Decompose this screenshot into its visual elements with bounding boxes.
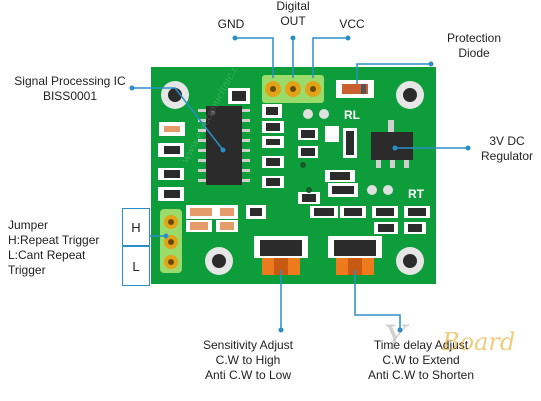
- watermark-logo-board: Board: [442, 328, 516, 356]
- label-sensitivity: Sensitivity Adjust C.W to High Anti C.W …: [188, 338, 308, 383]
- voltage-regulator: [371, 120, 413, 168]
- label-time-line2: C.W to Extend: [382, 353, 460, 367]
- sensor-pads: [300, 109, 393, 195]
- label-digital-out-line2: OUT: [280, 14, 306, 28]
- label-regulator-line2: Regulator: [480, 149, 534, 163]
- label-jumper-line2: H:Repeat Trigger: [8, 233, 100, 247]
- label-protection-line2: Diode: [458, 46, 490, 60]
- protection-diode: [336, 80, 374, 98]
- time-delay-pot: [328, 236, 382, 275]
- mounting-hole-tr: [396, 81, 424, 109]
- mounting-hole-br: [396, 247, 424, 275]
- watermark-logo-y: Y: [384, 318, 407, 358]
- label-digital-out: Digital OUT: [268, 0, 318, 29]
- label-sensitivity-line1: Sensitivity Adjust: [202, 338, 294, 352]
- sensitivity-pot: [254, 236, 308, 275]
- mounting-hole-bl: [205, 247, 233, 275]
- label-jumper-line1: Jumper: [8, 218, 49, 232]
- label-regulator-line1: 3V DC: [489, 134, 525, 148]
- board-label-rt: RT: [408, 187, 424, 201]
- label-signal-ic-line2: BISS0001: [42, 89, 98, 103]
- jumper-pins: [160, 209, 182, 273]
- label-jumper: Jumper H:Repeat Trigger L:Cant Repeat Tr…: [8, 218, 118, 278]
- label-sensitivity-line2: C.W to High: [215, 353, 281, 367]
- label-vcc: VCC: [339, 17, 365, 31]
- label-sensitivity-line3: Anti C.W to Low: [204, 368, 292, 382]
- label-jumper-line3: L:Cant Repeat: [8, 248, 86, 262]
- header-pins: [262, 75, 324, 103]
- label-time-line1: Time delay Adjust: [373, 338, 469, 352]
- label-digital-out-line1: Digital: [276, 0, 310, 13]
- leader-dots: [129, 35, 471, 333]
- label-time-delay: Time delay Adjust C.W to Extend Anti C.W…: [354, 338, 488, 383]
- signal-processing-ic: [198, 106, 250, 185]
- label-signal-ic-line1: Signal Processing IC: [14, 74, 126, 88]
- jumper-box-h: H: [122, 208, 150, 246]
- smd-bodies: [164, 91, 426, 232]
- label-jumper-line4: Trigger: [8, 263, 46, 277]
- label-regulator: 3V DC Regulator: [474, 134, 540, 164]
- smd-resistor-orange: [164, 126, 234, 230]
- board-label-rl: RL: [344, 108, 360, 122]
- label-gnd: GND: [217, 17, 245, 31]
- jumper-box-l: L: [122, 246, 150, 286]
- label-protection-diode: Protection Diode: [438, 31, 510, 61]
- mounting-hole-tl: [161, 81, 189, 109]
- label-protection-line1: Protection: [446, 31, 502, 45]
- label-signal-ic: Signal Processing IC BISS0001: [8, 74, 132, 104]
- label-time-line3: Anti C.W to Shorten: [367, 368, 475, 382]
